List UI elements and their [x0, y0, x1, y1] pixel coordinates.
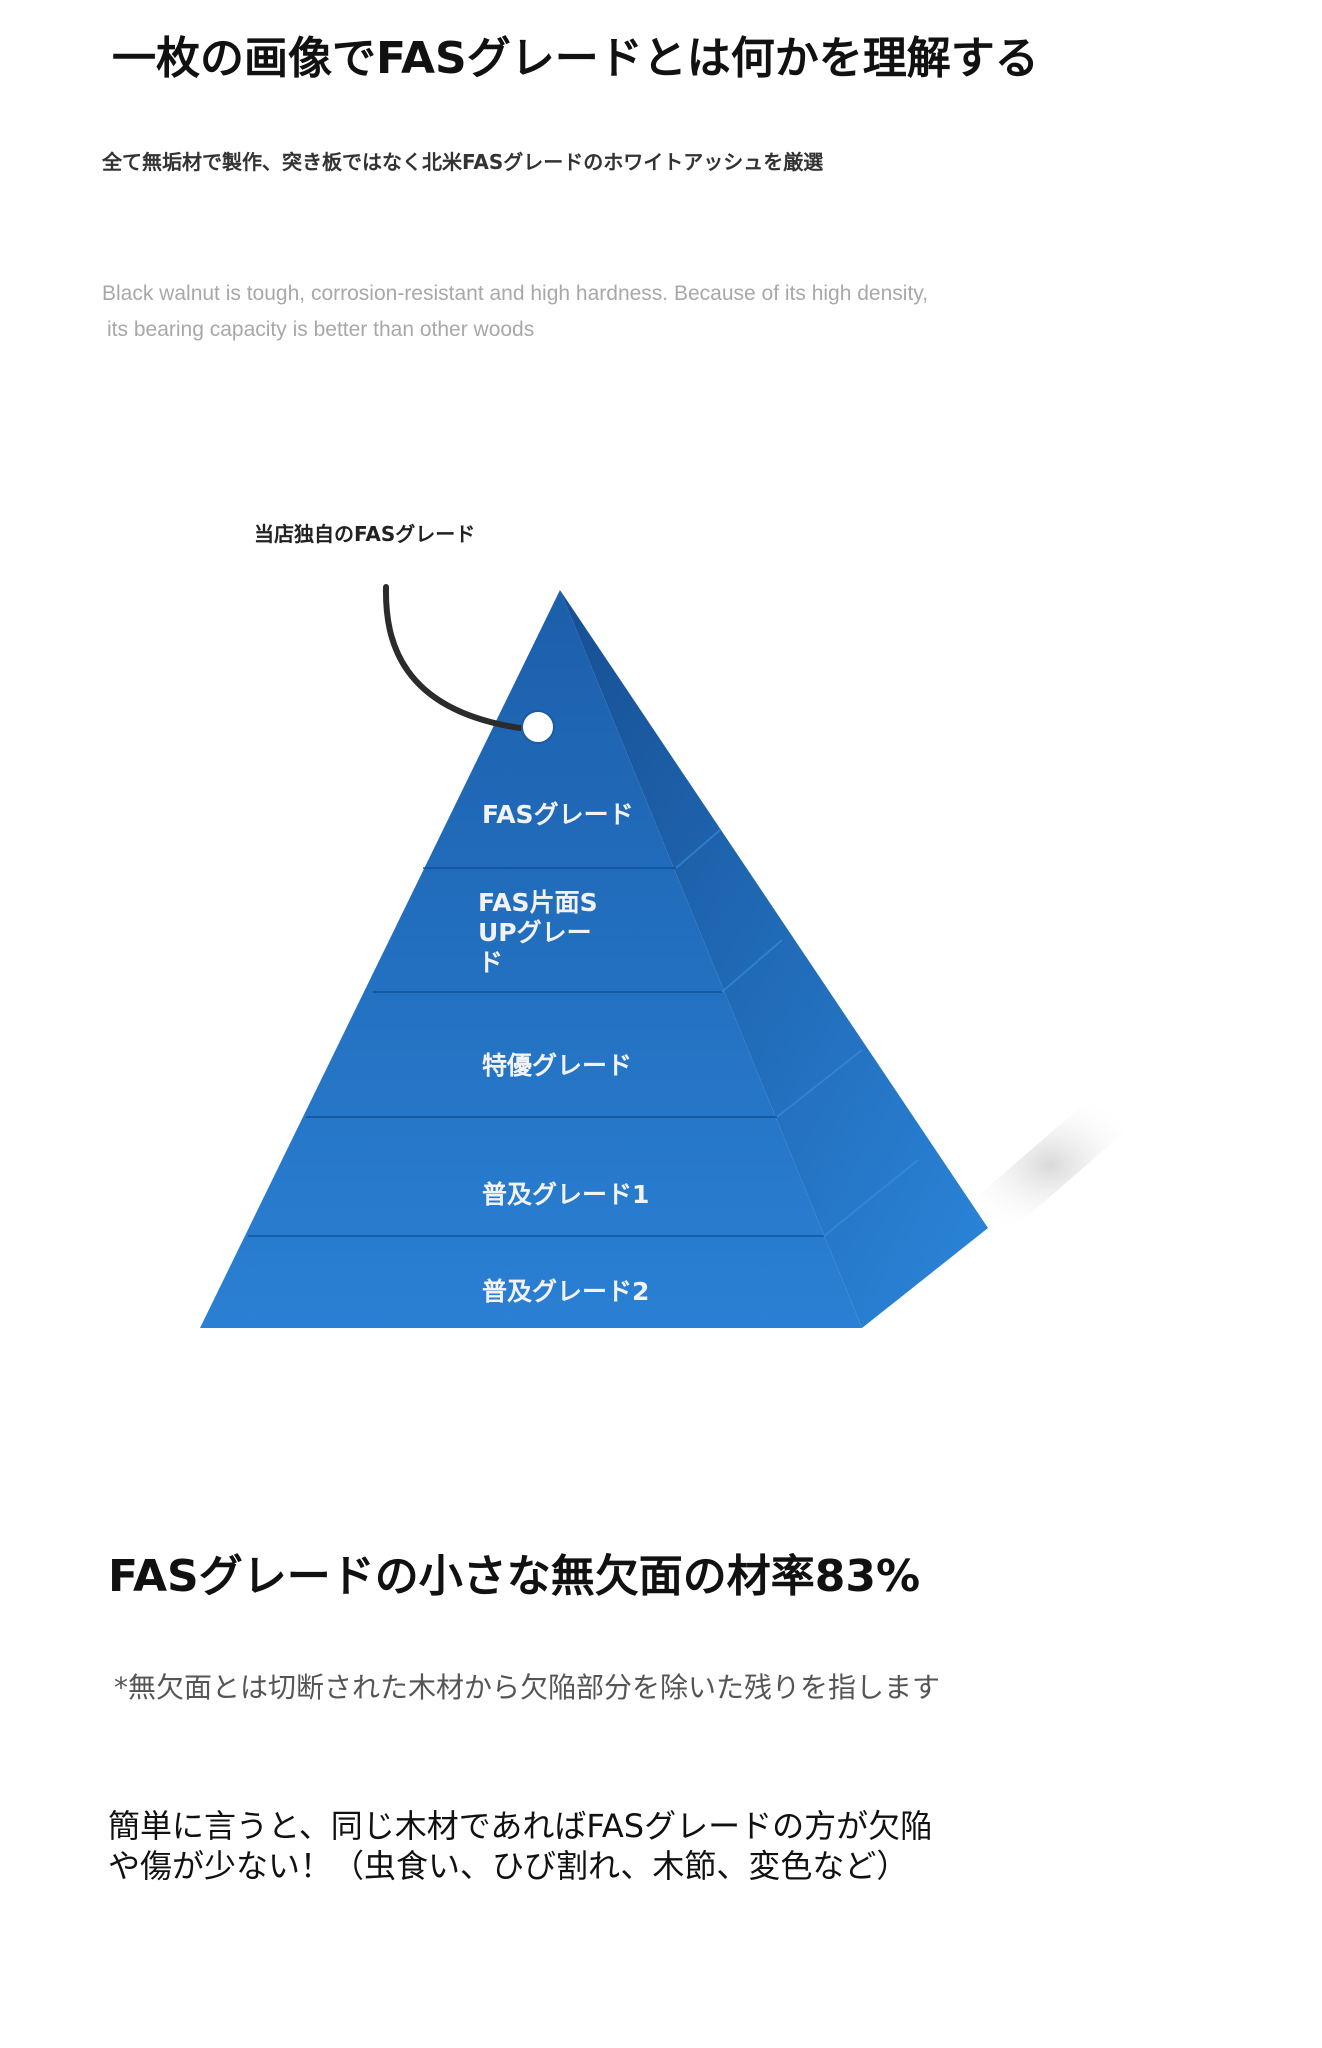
english-description: Black walnut is tough, corrosion-resista… [102, 276, 928, 348]
side-separator-1 [675, 829, 721, 869]
callout-label: 当店独自のFASグレード [254, 522, 475, 546]
side-separator-2 [721, 939, 783, 993]
callout-marker [521, 710, 555, 744]
english-line-2: its bearing capacity is better than othe… [107, 318, 535, 341]
grade-pyramid: 当店独自のFASグレード FASグレード FAS片面S UPグレー ド 特優グレ… [200, 522, 1150, 1328]
tier-label-fas: FASグレード [482, 800, 634, 829]
english-line-1: Black walnut is tough, corrosion-resista… [102, 282, 929, 305]
tier-label-standard-2: 普及グレード2 [482, 1277, 649, 1306]
tier-label-fas-single-side: FAS片面S UPグレー ド [478, 888, 606, 977]
summary-line-1: 簡単に言うと、同じ木材であればFASグレードの方が欠陥 [108, 1807, 933, 1845]
tier-label-premium: 特優グレード [482, 1051, 632, 1080]
pyramid-side-face [560, 590, 988, 1328]
summary-text: 簡単に言うと、同じ木材であればFASグレードの方が欠陥 や傷が少ない！（虫食い、… [108, 1806, 932, 1886]
side-separator-3 [776, 1049, 863, 1118]
callout-cord [382, 584, 523, 731]
tier-label-standard-1: 普及グレード1 [482, 1180, 649, 1209]
page-title: 一枚の画像でFASグレードとは何かを理解する [112, 33, 1039, 84]
page-subtitle: 全て無垢材で製作、突き板ではなく北米FASグレードのホワイトアッシュを厳選 [102, 150, 824, 174]
side-separator-4 [823, 1159, 919, 1237]
side-separators [675, 829, 919, 1237]
pyramid-front-face [200, 590, 862, 1328]
tier-separators [248, 867, 824, 1237]
summary-line-2: や傷が少ない！（虫食い、ひび割れ、木節、変色など） [108, 1847, 909, 1885]
definition-note: *無欠面とは切断された木材から欠陥部分を除いた残りを指します [114, 1671, 941, 1704]
pyramid-shadow [950, 1090, 1150, 1240]
section-heading: FASグレードの小さな無欠面の材率83% [108, 1551, 921, 1602]
